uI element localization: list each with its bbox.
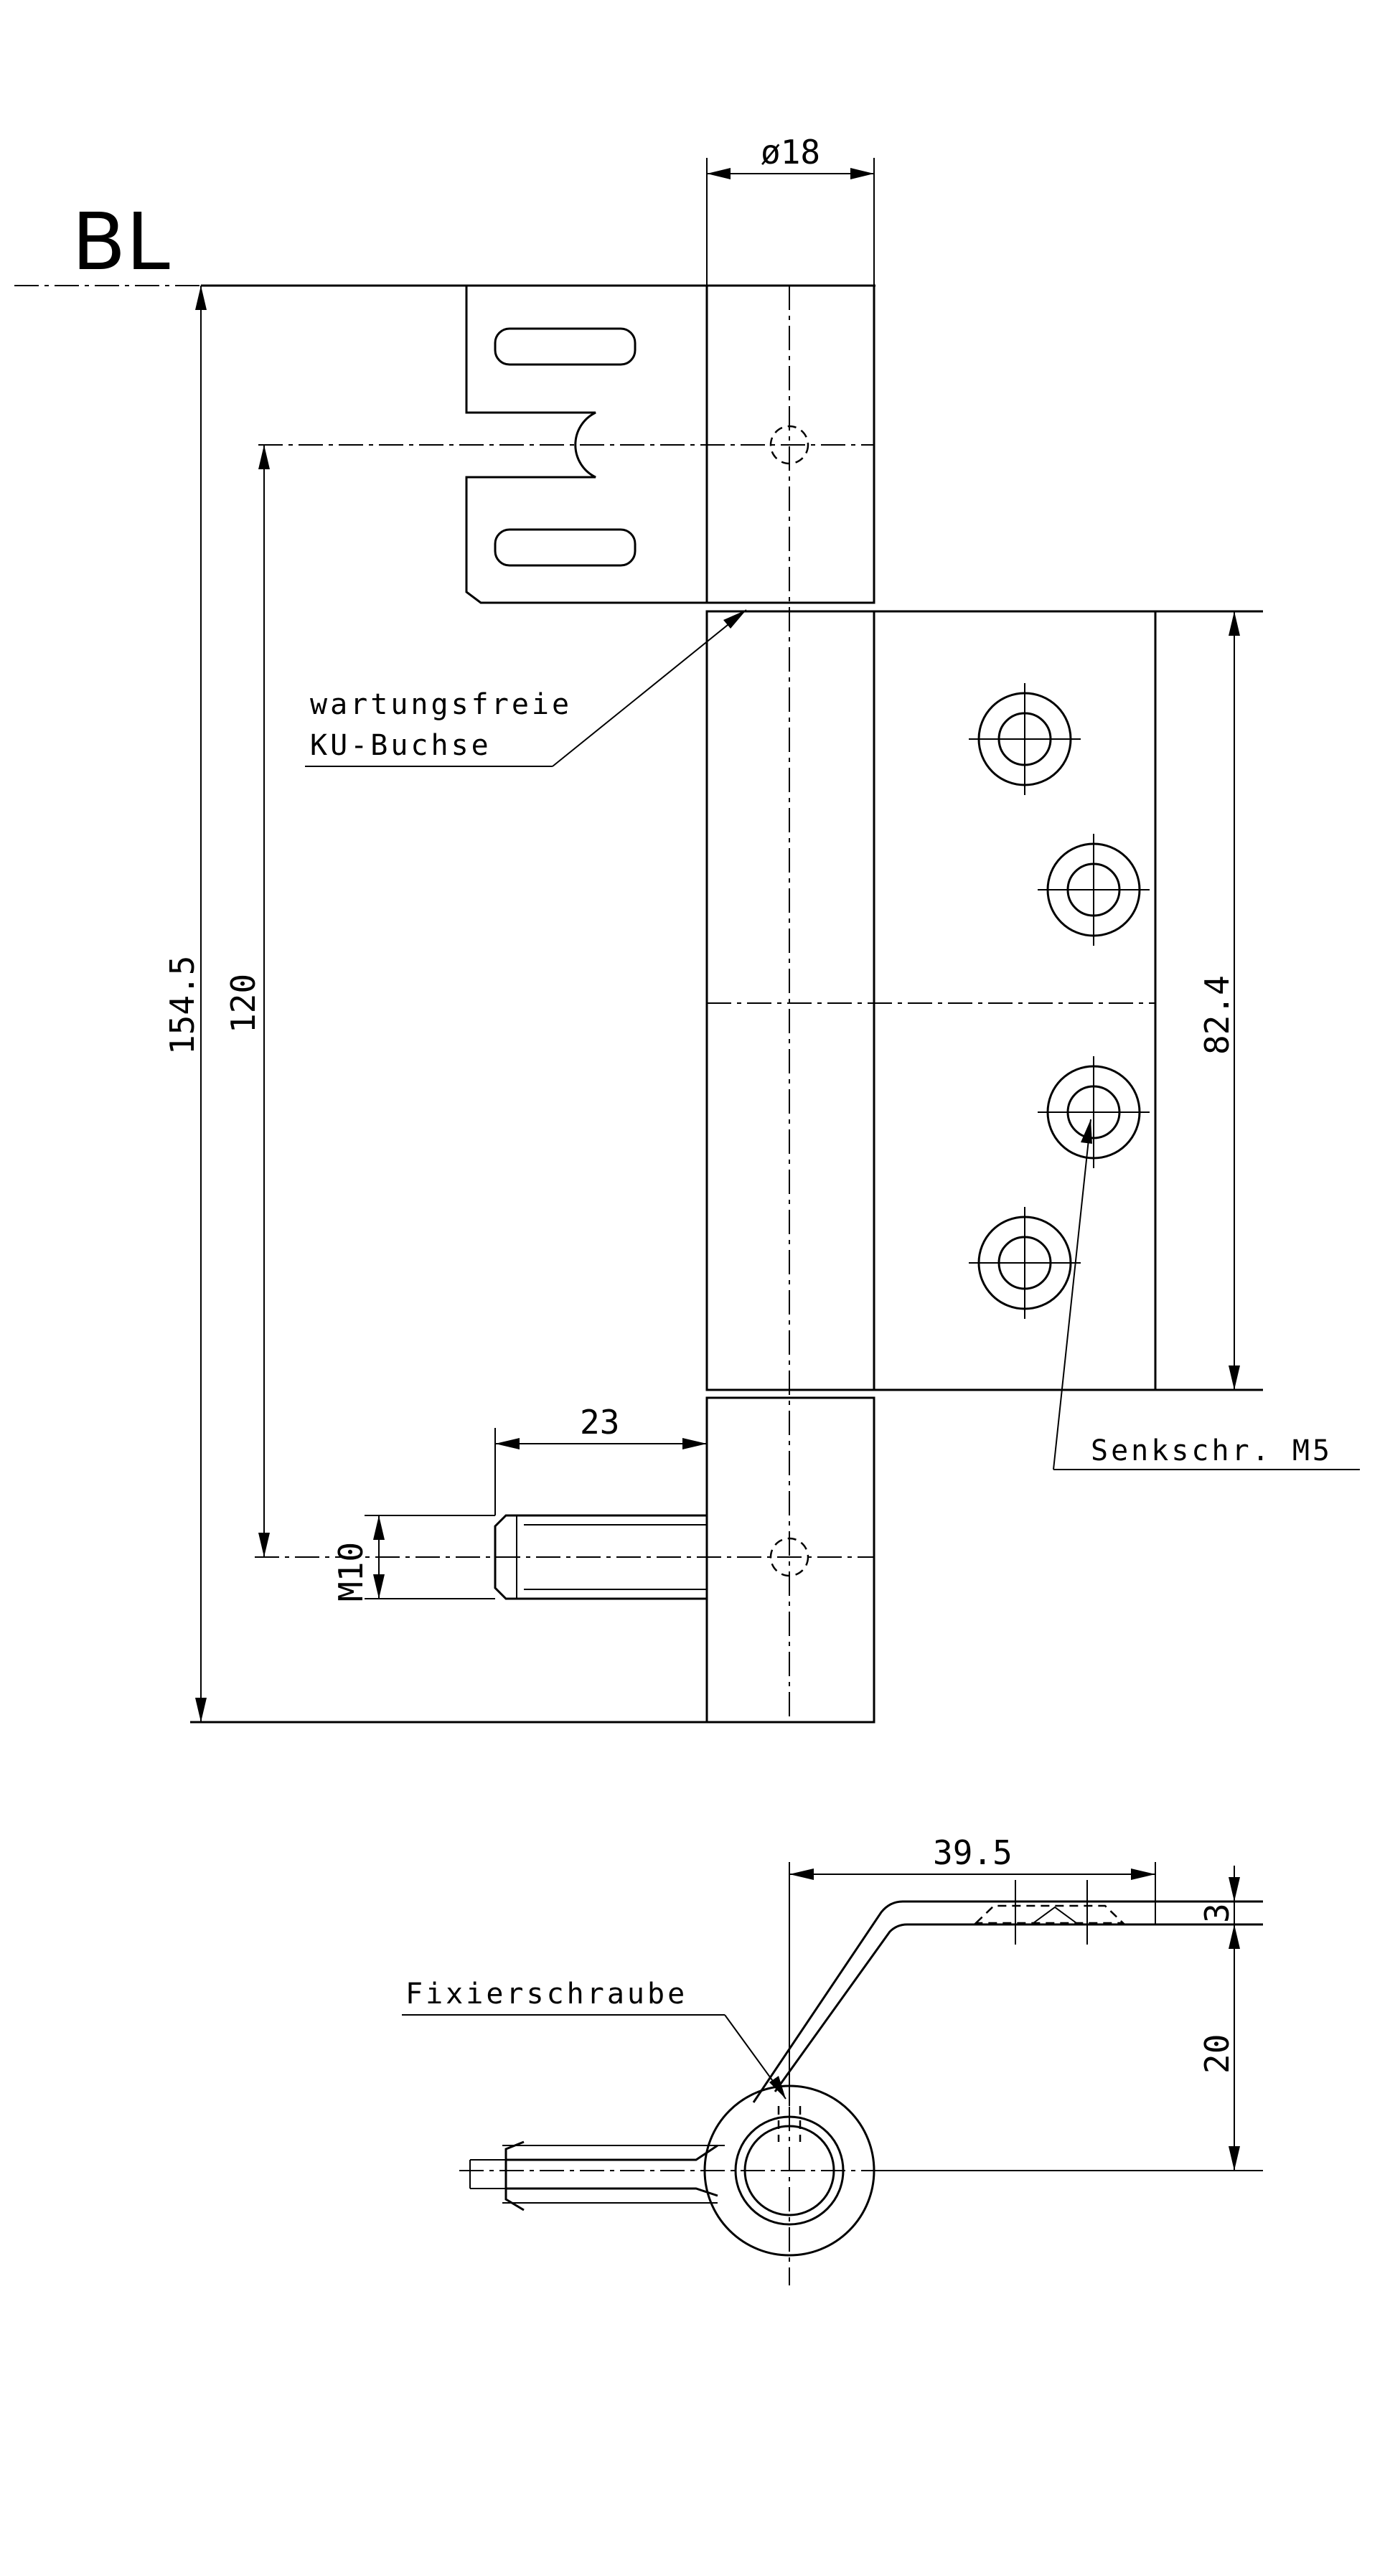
threaded-stud [494,1514,707,1600]
dim-total-height: 154.5 [163,956,202,1055]
screw-hole-4 [969,1207,1081,1319]
screw-hole-1 [969,683,1081,795]
dim-bolt-spacing: 120 [224,974,263,1033]
top-bracket [465,286,707,604]
leader-bushing [552,609,747,767]
leader-screw [1053,1119,1091,1470]
middle-knuckle [705,610,875,1391]
note-screw: Senkschr. M5 [1091,1434,1333,1467]
note-fix-screw: Fixierschraube [405,1978,687,2011]
top-view: 39.5 3 20 Fixierschraube [402,1833,1263,2285]
bottom-knuckle [705,1396,875,1724]
screw-hole-3 [1038,1056,1150,1168]
datum-label-bl: BL [72,196,170,288]
dim-leaf-height: 82.4 [1198,975,1236,1055]
stud-end [504,2140,525,2211]
dim-offset: 20 [1198,2034,1236,2074]
dim-thickness: 3 [1198,1903,1236,1923]
dim-diameter: ø18 [761,133,820,171]
front-view: BL ø18 [14,133,1360,1724]
frame-leaf [873,610,1157,1391]
note-bushing-line1: wartungsfreie [310,688,572,721]
leaf-lower-edge [774,1923,1263,2092]
top-slot-upper [494,327,637,366]
note-bushing-line2: KU-Buchse [310,729,492,762]
hidden-screw [973,1904,1126,1924]
leaf-upper-edge [752,1900,1263,2103]
dim-width-top: 39.5 [933,1833,1013,1872]
dim-thread: M10 [332,1542,370,1602]
dim-pin-offset: 23 [580,1403,619,1442]
screw-hole-2 [1038,834,1150,946]
top-slot-lower [494,528,637,567]
